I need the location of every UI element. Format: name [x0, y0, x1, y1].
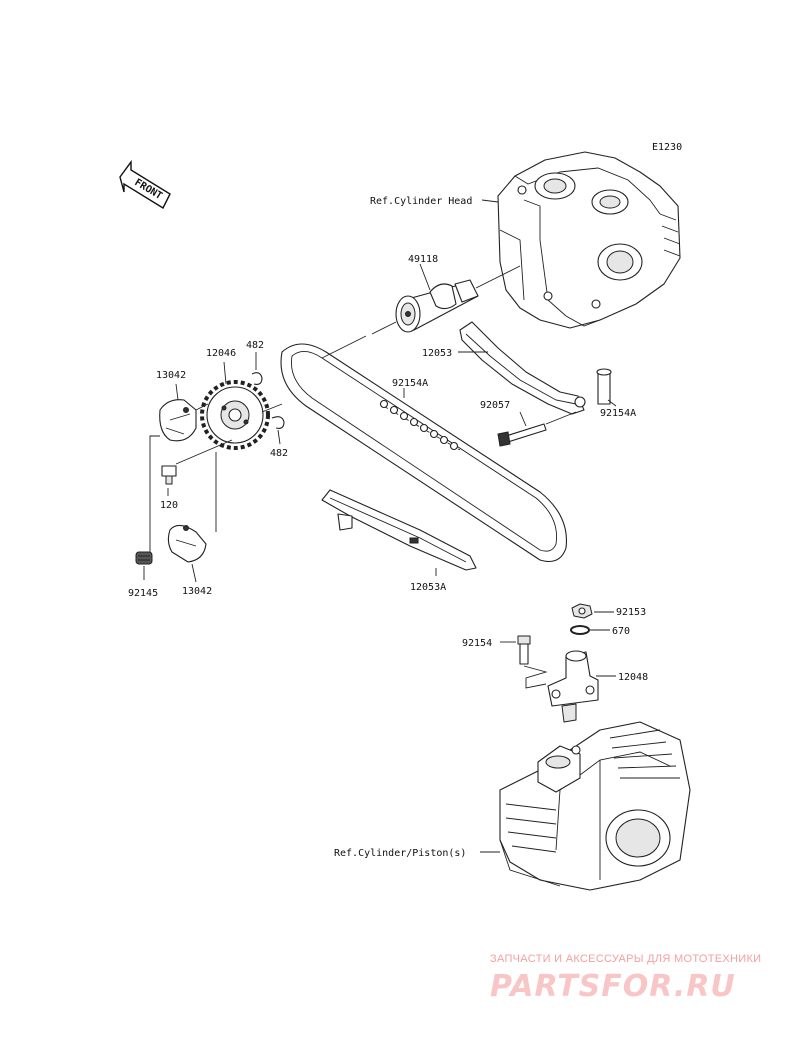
watermark-logo: PARTSFOR.RU: [490, 969, 736, 1004]
label-13042-lower: 13042: [182, 586, 212, 597]
label-92154: 92154: [462, 638, 492, 649]
label-49118: 49118: [408, 254, 438, 265]
label-92145: 92145: [128, 588, 158, 599]
bolt-92154A: [497, 423, 547, 447]
label-92057: 92154A: [392, 378, 428, 389]
cylinder-block: [499, 721, 691, 891]
label-12053: 12053: [422, 348, 452, 359]
label-92152: 92154A: [600, 408, 636, 419]
bolt-92154: [517, 635, 531, 665]
decompressor-weight-lower: [167, 524, 207, 563]
chain-links: [379, 399, 459, 451]
label-12048: 12048: [618, 672, 648, 683]
label-12046: 12046: [206, 348, 236, 359]
label-13042-upper: 13042: [156, 370, 186, 381]
label-670: 670: [612, 626, 630, 637]
label-482-upper: 482: [246, 340, 264, 351]
chain-guide-12053A: [321, 489, 477, 571]
label-120: 120: [160, 500, 178, 511]
chain-tensioner: [547, 650, 599, 723]
cylinder-head: [497, 151, 681, 329]
ref-cylinder-piston: Ref.Cylinder/Piston(s): [334, 848, 466, 859]
chain-guide-12053: [459, 321, 586, 415]
label-92153: 92153: [616, 607, 646, 618]
circlip-482-upper: [251, 372, 263, 385]
nut-92153: [571, 603, 593, 619]
circlip-482-lower: [271, 416, 285, 429]
decompressor-weight-upper: [159, 399, 197, 442]
bolt-120: [161, 465, 177, 485]
cam-sprocket: [200, 380, 270, 450]
watermark-tagline: ЗАПЧАСТИ И АКСЕССУАРЫ ДЛЯ МОТОТЕХНИКИ: [490, 953, 761, 965]
washer-670: [570, 625, 590, 635]
label-482-lower: 482: [270, 448, 288, 459]
cam-chain: [280, 343, 568, 563]
diagram-code: E1230: [652, 142, 682, 153]
bolt-92152: [596, 368, 612, 405]
front-arrow-icon: FRONT: [119, 159, 171, 209]
spring-92145: [135, 551, 153, 565]
label-92154A: 92057: [480, 400, 510, 411]
ref-cylinder-head: Ref.Cylinder Head: [370, 196, 472, 207]
label-12053A: 12053A: [410, 582, 446, 593]
camshaft: [395, 279, 479, 333]
